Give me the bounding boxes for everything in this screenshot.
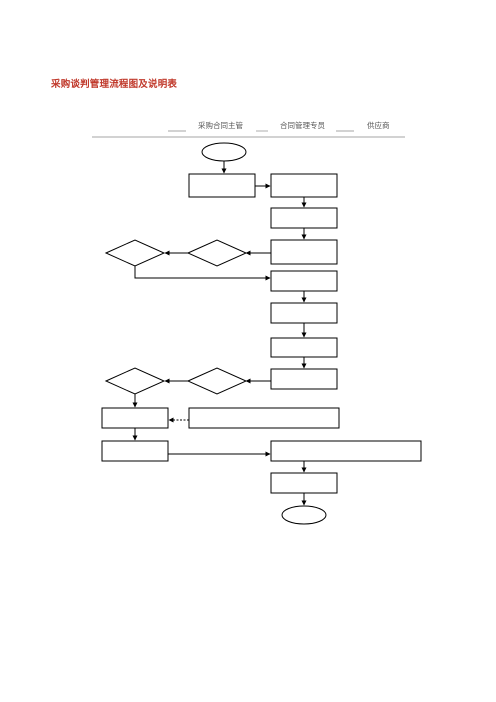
- header-rule: [92, 130, 405, 138]
- process-box-13: [270, 472, 338, 494]
- decision-diamond-3: [186, 367, 248, 395]
- lane-header-supplier: 供应商: [367, 121, 390, 130]
- process-box-9: [101, 407, 169, 429]
- decision-diamond-2: [104, 239, 166, 267]
- process-box-6: [270, 302, 338, 324]
- process-box-8: [270, 368, 338, 390]
- decision-diamond-4: [104, 367, 166, 395]
- process-box-3: [270, 207, 338, 229]
- page-title: 采购谈判管理流程图及说明表: [51, 79, 178, 90]
- start-terminator: [201, 142, 247, 162]
- lane-header-contract-supervisor: 采购合同主管: [198, 121, 243, 130]
- process-box-2: [270, 173, 338, 198]
- lane-header-contract-specialist: 合同管理专员: [280, 121, 325, 130]
- process-box-11: [101, 440, 169, 462]
- connector: [134, 266, 271, 281]
- decision-diamond-1: [186, 239, 248, 267]
- end-terminator: [281, 505, 327, 525]
- process-box-7: [270, 337, 338, 358]
- process-box-10: [188, 407, 340, 429]
- process-box-5: [270, 270, 338, 292]
- process-box-4: [270, 239, 338, 265]
- process-box-1: [188, 173, 256, 198]
- process-box-12: [270, 440, 422, 462]
